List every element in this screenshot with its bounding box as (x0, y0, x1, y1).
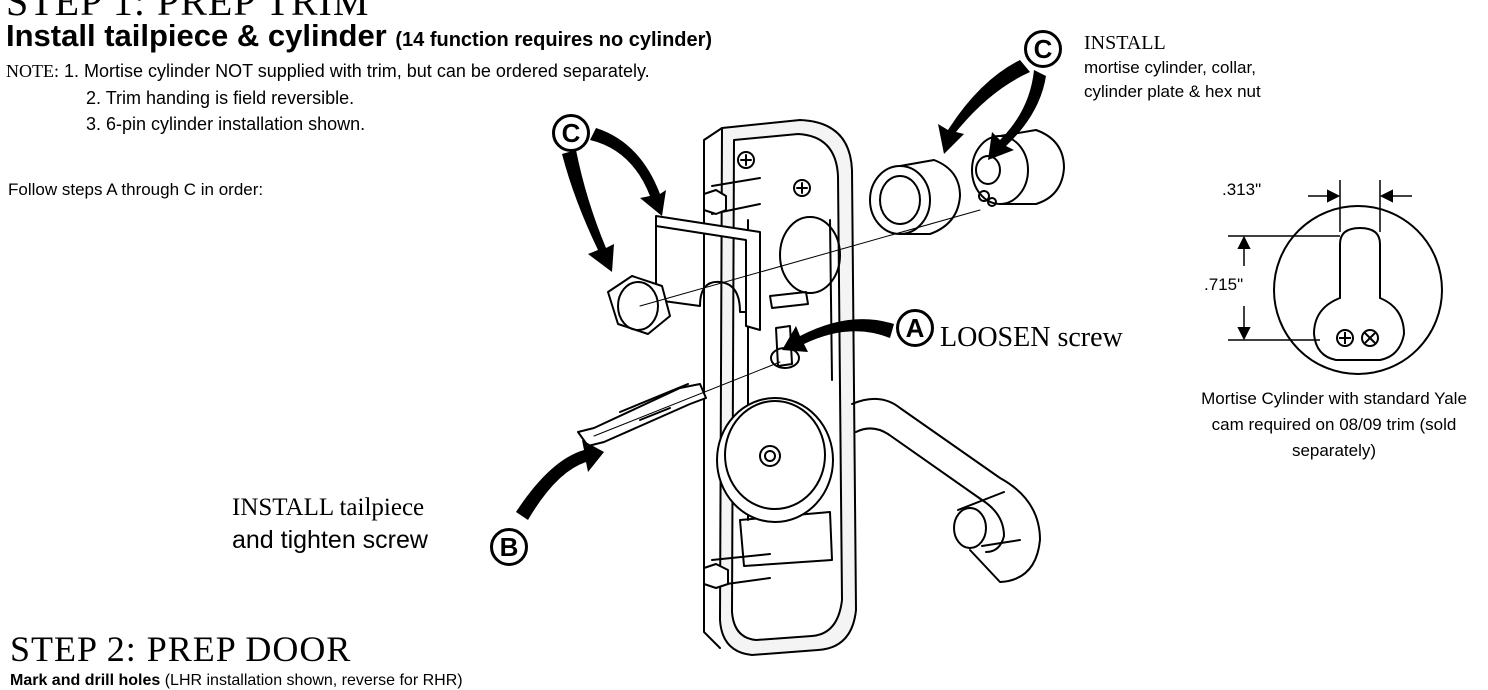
step2-subheading: Mark and drill holes (LHR installation s… (10, 672, 463, 690)
callout-a-loosen: A (896, 309, 934, 347)
step2-subheading-rest: (LHR installation shown, reverse for RHR… (160, 672, 463, 689)
tailpiece (577, 383, 707, 447)
hex-nut (607, 275, 671, 335)
note-line: NOTE: 1. Mortise cylinder NOT supplied w… (6, 61, 650, 82)
note-item-2: 2. Trim handing is field reversible. (86, 88, 355, 108)
follow-steps-text: Follow steps A through C in order: (8, 180, 264, 199)
cylinder-plate (655, 215, 761, 331)
install-c-description-line1: mortise cylinder, collar, (1084, 58, 1256, 77)
dimension-width: .313" (1222, 180, 1262, 199)
cylinder-caption: Mortise Cylinder with standard Yale cam … (1201, 389, 1467, 460)
install-c-description-line2: cylinder plate & hex nut (1084, 82, 1261, 101)
direction-arrows (516, 60, 1046, 520)
cylinder-detail (1228, 180, 1443, 375)
escutcheon-plate (703, 119, 857, 656)
install-heading-subtitle: (14 function requires no cylinder) (395, 29, 713, 51)
step1-heading: STEP 1: PREP TRIM (6, 0, 370, 24)
install-tailpiece-line1: INSTALL tailpiece (232, 494, 425, 521)
lever-handle (851, 397, 1041, 583)
mortise-cylinder (971, 129, 1065, 207)
callout-b-tailpiece: B (490, 528, 528, 566)
note-item-3: 3. 6-pin cylinder installation shown. (86, 114, 366, 134)
install-tailpiece-line2: and tighten screw (232, 526, 428, 554)
dimension-height: .715" (1204, 275, 1244, 294)
cylinder-collar (869, 159, 961, 235)
loosen-screw-label: LOOSEN screw (940, 322, 1123, 353)
callout-c-install-plate: C (552, 114, 590, 152)
callout-c-install-cylinder: C (1024, 30, 1062, 68)
step2-subheading-bold: Mark and drill holes (10, 672, 161, 689)
install-heading-title: Install tailpiece & cylinder (6, 18, 387, 53)
step2-heading: STEP 2: PREP DOOR (10, 629, 352, 669)
note-label: NOTE: (6, 61, 59, 81)
install-c-title: INSTALL (1084, 32, 1166, 54)
note-item-1: 1. Mortise cylinder NOT supplied with tr… (64, 61, 650, 81)
install-heading: Install tailpiece & cylinder (14 functio… (6, 18, 712, 54)
